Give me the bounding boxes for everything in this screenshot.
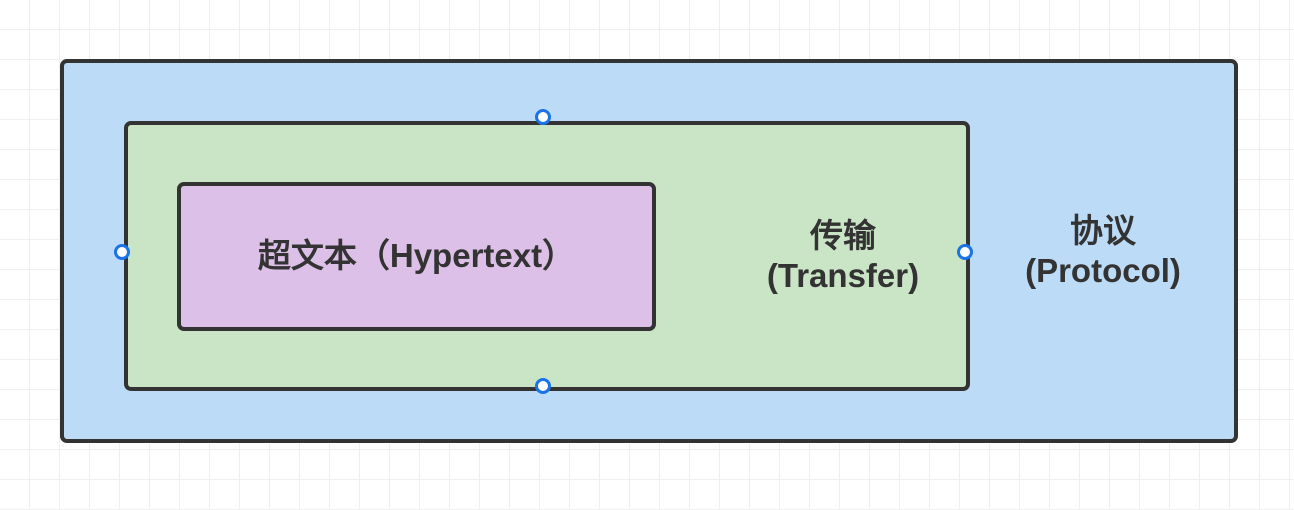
transfer-box-label: 传输 (Transfer) (766, 216, 920, 294)
transfer-box[interactable]: 超文本（Hypertext） 传输 (Transfer) (124, 121, 970, 391)
protocol-box-label: 协议 (Protocol) (1025, 211, 1181, 289)
selection-handle-middle-left[interactable] (114, 244, 130, 260)
hypertext-box-label: 超文本（Hypertext） (257, 237, 576, 275)
selection-handle-bottom-center[interactable] (535, 378, 551, 394)
hypertext-box[interactable]: 超文本（Hypertext） (177, 182, 656, 331)
selection-handle-middle-right[interactable] (957, 244, 973, 260)
protocol-box[interactable]: 超文本（Hypertext） 传输 (Transfer) 协议 (Protoco… (60, 59, 1238, 443)
selection-handle-top-center[interactable] (535, 109, 551, 125)
